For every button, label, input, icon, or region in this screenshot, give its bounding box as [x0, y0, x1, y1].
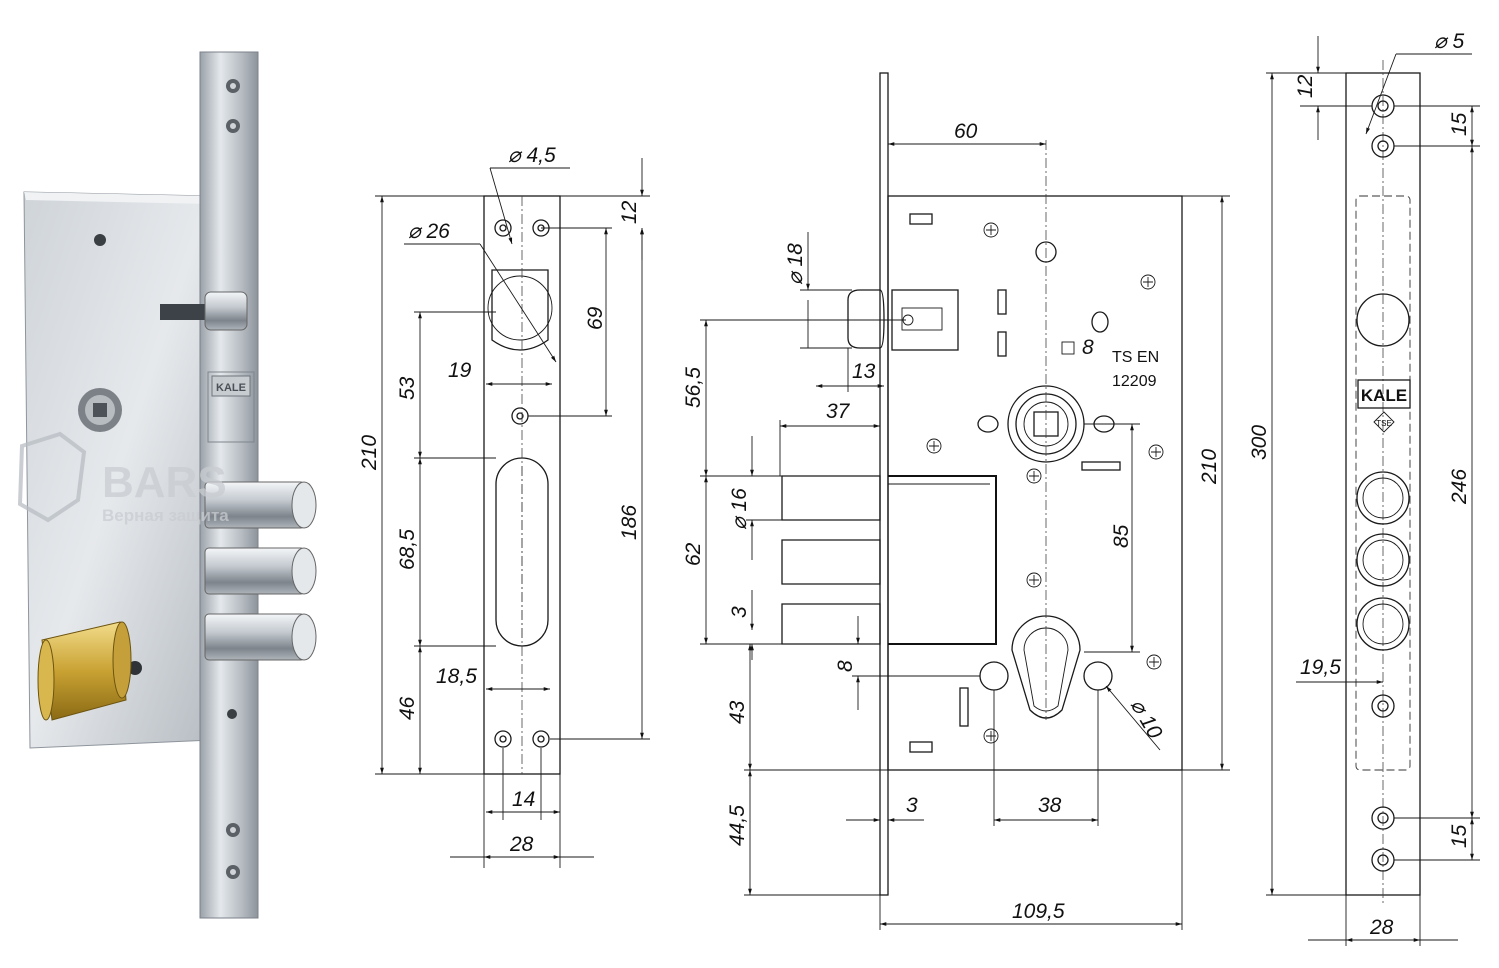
dimension-label-side-view-h-445: 44,5: [726, 805, 749, 846]
dimension-label-side-view-h-8: 8: [834, 660, 857, 672]
brand-plate: KALE: [211, 375, 251, 397]
dimension-label-faceplate-view-h-685: 68,5: [396, 529, 419, 570]
dimension-label-side-view-w-1095: 109,5: [1012, 900, 1065, 923]
dimension-label-front-plate-view-d-5: ⌀ 5: [1434, 30, 1464, 53]
dimension-label-standard-label-line2: 12209: [1112, 373, 1157, 390]
dimension-label-faceplate-view-d-hole-top: ⌀ 4,5: [508, 144, 556, 167]
dimension-label-side-view-w-3: 3: [906, 794, 918, 817]
dimension-label-faceplate-view-h-186: 186: [618, 505, 641, 540]
dimension-label-faceplate-view-w-28: 28: [509, 833, 534, 856]
bolts: [781, 475, 997, 645]
bolt-rods: [204, 481, 317, 661]
dimension-label-faceplate-view-h-total: 210: [358, 435, 381, 471]
dimension-label-side-view-h-62: 62: [682, 542, 705, 566]
dimension-label-front-plate-view-h-12: 12: [1294, 74, 1317, 98]
dimension-label-faceplate-view-h-top: 12: [618, 200, 641, 224]
dimension-label-product-marks-brand-plate: KALE: [1361, 386, 1407, 405]
dimension-label-front-plate-view-h-300: 300: [1248, 425, 1271, 460]
dimension-label-front-plate-view-h-246: 246: [1448, 469, 1471, 505]
dimension-label-side-view-d-18: ⌀ 18: [784, 243, 807, 285]
dimension-label-product-marks-badge: TSE: [1376, 419, 1392, 428]
dimension-label-product-marks-brand-plate: KALE: [216, 382, 246, 394]
dimension-label-faceplate-view-w-19: 19: [448, 359, 472, 382]
dimension-label-side-view-h-565: 56,5: [682, 367, 705, 408]
front-plate-view: KALE TSE ⌀ 5 12 15 300 246 15 19: [1248, 30, 1480, 946]
dimension-label-side-view-w-38: 38: [1038, 794, 1062, 817]
dimension-label-side-view-h-3: 3: [728, 606, 751, 618]
dimension-label-faceplate-view-h-cam: 69: [584, 306, 607, 330]
dimension-label-front-plate-view-h-15-bot: 15: [1448, 824, 1471, 848]
dimension-label-front-plate-view-h-15-top: 15: [1448, 112, 1471, 136]
watermark: BARS Верная защита: [17, 431, 229, 525]
dimension-label-side-view-h-85: 85: [1110, 524, 1133, 548]
faceplate-view: 210 53 68,5 46 69 12 186 19 18,5 14 2: [358, 144, 650, 868]
dimension-label-watermark-tagline: Верная защита: [102, 506, 229, 525]
dimension-label-faceplate-view-h-46: 46: [396, 696, 419, 720]
dimension-label-faceplate-view-d-cam: ⌀ 26: [408, 220, 450, 243]
dimension-label-side-view-w-37: 37: [826, 400, 851, 423]
dimension-label-faceplate-view-w-14: 14: [512, 788, 535, 811]
dimension-label-watermark-brand: BARS: [102, 458, 227, 507]
dimension-label-faceplate-view-w-185: 18,5: [436, 665, 477, 688]
dimension-label-front-plate-view-w-28: 28: [1369, 916, 1394, 939]
lock-body-side-view: 8 TS EN 12209 60 ⌀ 18 13 37 56,5 ⌀ 16 62…: [682, 72, 1230, 930]
dimension-label-standard-label-line1: TS EN: [1112, 349, 1159, 366]
dimension-label-side-view-h-210: 210: [1198, 449, 1221, 485]
dimension-label-side-view-d-10: ⌀ 10: [1126, 695, 1167, 743]
dimension-label-faceplate-view-h-53: 53: [396, 376, 419, 400]
brass-cylinder: [37, 621, 132, 721]
lock-photo: KALE: [23, 51, 317, 919]
dimension-label-side-view-sq-8: 8: [1082, 336, 1094, 359]
dimension-label-side-view-w-60: 60: [954, 120, 978, 143]
kale-logo: KALE TSE: [1357, 379, 1411, 433]
dimension-label-side-view-d-16: ⌀ 16: [728, 488, 751, 530]
dimension-label-front-plate-view-w-195: 19,5: [1300, 656, 1341, 679]
dimension-label-side-view-h-43: 43: [726, 700, 749, 724]
screws: [926, 222, 1164, 744]
dimension-label-side-view-w-13: 13: [852, 360, 876, 383]
